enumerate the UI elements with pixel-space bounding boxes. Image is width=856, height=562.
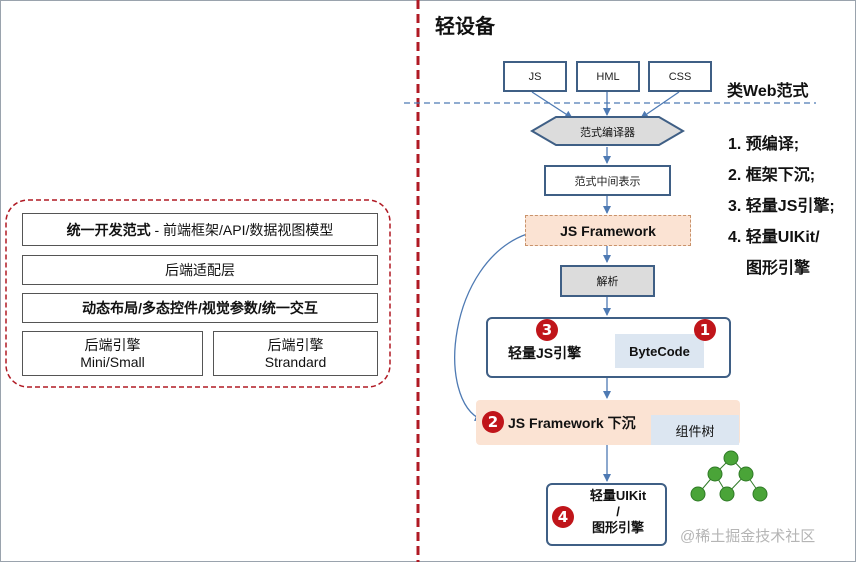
backend-adapter-label: 后端适配层 <box>165 262 235 278</box>
feature-item-1: 1. 预编译; <box>728 136 800 153</box>
source-js-label: JS <box>528 70 542 83</box>
arrow-js-compiler <box>531 91 573 119</box>
engine-standard-line2: Strandard <box>264 353 327 370</box>
feature-list: 1. 预编译; 2. 框架下沉; 3. 轻量JS引擎; 4. 轻量UIKit/ … <box>728 129 835 284</box>
framework-sink-label: JS Framework 下沉 <box>508 415 636 431</box>
source-hml-label: HML <box>596 70 620 83</box>
ir-box: 范式中间表示 <box>544 165 671 196</box>
parse-box: 解析 <box>560 265 655 297</box>
component-tree-graphic <box>690 450 768 502</box>
engine-mini-box: 后端引擎 Mini/Small <box>22 331 203 376</box>
source-js-box: JS <box>503 61 567 92</box>
uikit-number-badge: 4 <box>552 506 574 528</box>
feature-item-4-cont: 图形引擎 <box>746 260 811 277</box>
component-tree-box: 组件树 <box>651 415 739 445</box>
unified-dev-paradigm-box: 统一开发范式 - 前端框架/API/数据视图模型 <box>22 213 378 246</box>
js-framework-box: JS Framework <box>525 215 691 246</box>
engine-mini-line1: 后端引擎 <box>84 336 141 353</box>
arrow-framework-sink-curve <box>454 233 528 421</box>
bytecode-box: ByteCode <box>615 334 704 368</box>
js-framework-label: JS Framework <box>560 222 656 239</box>
parse-label: 解析 <box>596 276 619 288</box>
light-device-title: 轻设备 <box>435 16 495 38</box>
left-dashed-container <box>5 199 391 388</box>
source-css-label: CSS <box>668 70 692 83</box>
feature-item-2: 2. 框架下沉; <box>728 167 816 184</box>
bytecode-number-badge: 1 <box>694 319 716 341</box>
bytecode-label: ByteCode <box>629 343 690 359</box>
uikit-line3: 图形引擎 <box>591 520 644 535</box>
watermark: @稀土掘金技术社区 <box>680 528 816 545</box>
feature-item-3: 3. 轻量JS引擎; <box>728 198 835 215</box>
dynamic-layout-box: 动态布局/多态控件/视觉参数/统一交互 <box>22 293 378 323</box>
engine-number-badge: 3 <box>536 319 558 341</box>
source-hml-box: HML <box>576 61 640 92</box>
engine-mini-line2: Mini/Small <box>80 353 145 370</box>
dynamic-layout-label: 动态布局/多态控件/视觉参数/统一交互 <box>82 300 318 316</box>
compiler-label: 范式编译器 <box>580 127 635 139</box>
compiler-diamond <box>530 116 685 146</box>
web-paradigm-label: 类Web范式 <box>727 83 809 100</box>
uikit-label-stack: 轻量UIKit / 图形引擎 <box>576 488 660 536</box>
ir-label: 范式中间表示 <box>574 175 641 188</box>
js-engine-label: 轻量JS引擎 <box>508 345 582 361</box>
uikit-line1: 轻量UIKit <box>589 488 647 503</box>
sink-number-badge: 2 <box>482 411 504 433</box>
arrow-css-compiler <box>640 91 680 119</box>
uikit-line2: / <box>616 504 620 519</box>
source-css-box: CSS <box>648 61 712 92</box>
unified-dev-paradigm-title: 统一开发范式 <box>66 221 151 238</box>
component-tree-label: 组件树 <box>675 423 715 439</box>
feature-item-4: 4. 轻量UIKit/ <box>728 229 820 246</box>
engine-standard-line1: 后端引擎 <box>267 336 324 353</box>
engine-standard-box: 后端引擎 Strandard <box>213 331 378 376</box>
unified-dev-paradigm-detail: - 前端框架/API/数据视图模型 <box>150 221 334 238</box>
backend-adapter-box: 后端适配层 <box>22 255 378 285</box>
